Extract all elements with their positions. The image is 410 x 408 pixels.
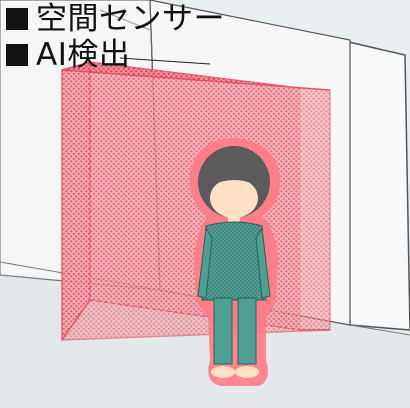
- legend-item-ai-detection: AI検出: [0, 37, 230, 74]
- black-square-icon: [6, 44, 28, 66]
- ai-leader-line: [119, 57, 211, 65]
- person-icon: [197, 146, 271, 378]
- black-square-icon: [6, 8, 28, 30]
- legend-label-ai-detection: AI検出: [36, 37, 131, 73]
- legend-item-space-sensor: 空間センサー: [0, 1, 230, 38]
- legend-label-space-sensor: 空間センサー: [36, 1, 225, 37]
- legend: 空間センサー AI検出: [0, 0, 230, 74]
